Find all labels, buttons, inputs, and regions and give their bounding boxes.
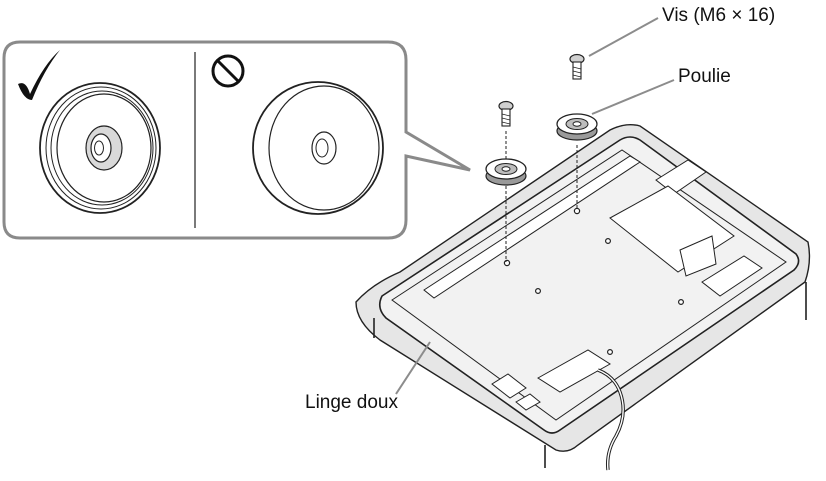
- prohibited-icon: [211, 54, 245, 88]
- assembly-left: [485, 100, 527, 262]
- pulley-label: Poulie: [678, 66, 731, 87]
- screw-icon: [569, 53, 585, 80]
- screw-label: Vis (M6 × 16): [662, 5, 776, 26]
- cloth-callout-line: [395, 341, 431, 395]
- callout-lines: [395, 17, 675, 395]
- pulley-incorrect: [252, 81, 384, 215]
- soft-cloth-label: Linge doux: [305, 392, 398, 413]
- comparison-inset: [2, 40, 471, 240]
- tv-panel: [378, 136, 800, 471]
- pulley-correct: [39, 82, 161, 214]
- pulley-callout-line: [591, 79, 675, 115]
- screw-callout-line: [588, 17, 659, 57]
- assembly-right: [556, 53, 598, 209]
- pulley-icon: [485, 158, 527, 186]
- pulley-icon: [556, 113, 598, 141]
- screw-icon: [498, 100, 514, 127]
- checkmark-icon: [18, 50, 60, 100]
